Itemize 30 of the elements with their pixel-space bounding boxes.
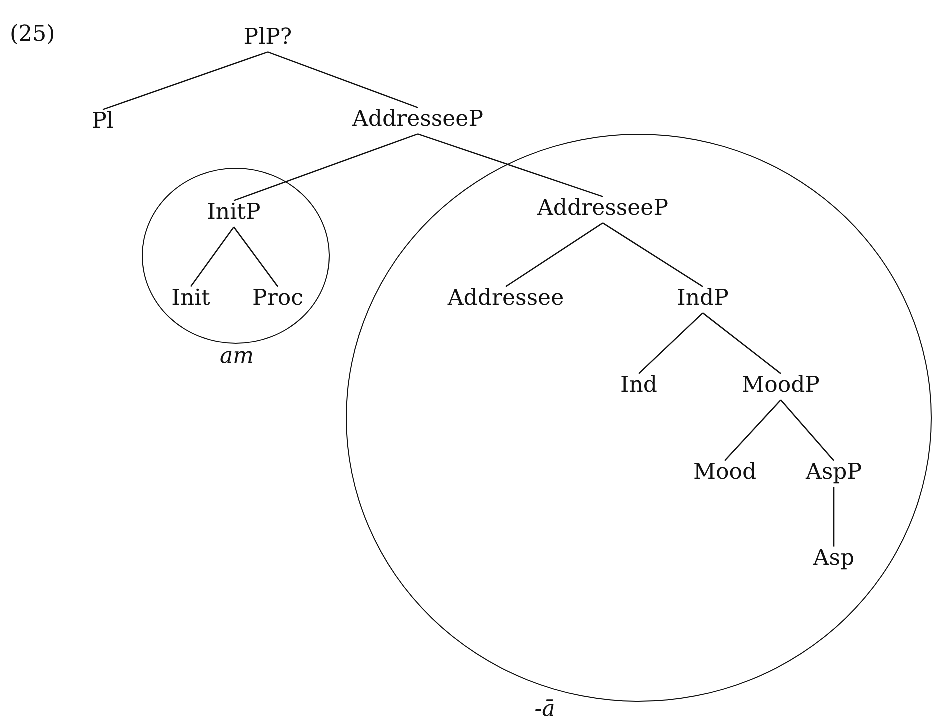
tree-node-label: Pl bbox=[91, 108, 115, 136]
tree-node-label: PlP? bbox=[242, 24, 294, 52]
branch-line bbox=[833, 487, 835, 547]
branch-line bbox=[638, 312, 704, 374]
branch-line bbox=[268, 52, 418, 108]
branch-line bbox=[506, 222, 604, 288]
branch-line bbox=[234, 134, 418, 202]
example-number: (25) bbox=[10, 22, 56, 48]
tree-node-label: Asp bbox=[812, 546, 856, 572]
tree-node-label: Mood bbox=[692, 460, 758, 486]
branch-line bbox=[190, 226, 235, 288]
tree-node-label: Ind bbox=[620, 372, 658, 400]
branch-line bbox=[702, 312, 782, 374]
tree-node-label: MoodP bbox=[741, 372, 821, 400]
branch-line bbox=[602, 222, 704, 288]
tree-node-label: Init bbox=[170, 286, 212, 312]
branch-line bbox=[724, 400, 782, 462]
circle-label: am bbox=[220, 344, 254, 370]
tree-node-label: AddresseeP bbox=[536, 196, 670, 222]
branch-line bbox=[780, 400, 834, 462]
tree-node-label: AspP bbox=[804, 460, 864, 486]
branch-line bbox=[233, 226, 279, 288]
circle-label: -ā bbox=[534, 696, 556, 722]
branch-line bbox=[102, 52, 268, 110]
branch-line bbox=[418, 134, 604, 198]
tree-node-label: AddresseeP bbox=[352, 106, 484, 134]
tree-node-label: Proc bbox=[252, 286, 304, 312]
tree-node-label: InitP bbox=[206, 200, 262, 226]
tree-node-label: Addressee bbox=[446, 286, 566, 312]
tree-node-label: IndP bbox=[676, 286, 730, 312]
